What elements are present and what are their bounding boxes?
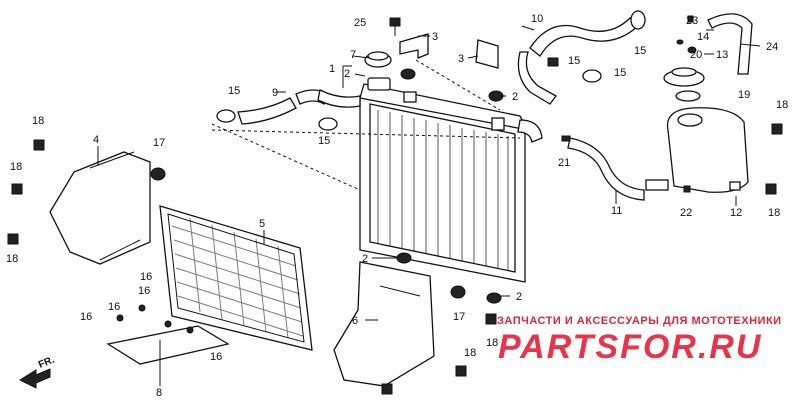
callout-16: 16 <box>80 311 92 323</box>
upper-hose-9 <box>237 89 361 125</box>
callout-labels: 1 2 2 2 2 3 3 4 5 6 7 8 9 10 11 12 13 14… <box>6 13 788 399</box>
screws-16 <box>116 304 194 334</box>
radiator-cap <box>364 51 392 68</box>
callout-15: 15 <box>614 67 626 79</box>
callout-18: 18 <box>32 115 44 127</box>
bolt-18 <box>7 123 783 395</box>
callout-4: 4 <box>93 134 99 146</box>
callout-19: 19 <box>738 89 750 101</box>
callout-21: 21 <box>558 157 570 169</box>
callout-2: 2 <box>512 91 518 103</box>
callout-7: 7 <box>350 49 356 61</box>
callout-6: 6 <box>352 315 358 327</box>
callout-8: 8 <box>156 387 162 399</box>
callout-18: 18 <box>10 161 22 173</box>
small-fittings <box>561 15 697 193</box>
watermark: ЗАПЧАСТИ И АКСЕССУАРЫ ДЛЯ МОТОТЕХНИКИ PA… <box>497 315 782 366</box>
hose-11 <box>567 137 669 201</box>
callout-3: 3 <box>458 53 464 65</box>
callout-16: 16 <box>108 301 120 313</box>
radiator-core <box>359 77 543 283</box>
grommet-17 <box>150 167 466 299</box>
callout-16: 16 <box>140 271 152 283</box>
callout-16: 16 <box>210 351 222 363</box>
callout-18: 18 <box>6 253 18 265</box>
callout-16: 16 <box>138 285 150 297</box>
callout-18: 18 <box>776 99 788 111</box>
callout-20: 20 <box>690 49 702 61</box>
callout-15: 15 <box>318 135 330 147</box>
direction-label: FR. <box>37 354 56 370</box>
upper-bracket <box>399 33 499 69</box>
callout-1: 1 <box>329 63 335 75</box>
callout-11: 11 <box>611 205 622 217</box>
reserve-tank-cap-13 <box>663 67 705 87</box>
callout-23: 23 <box>686 15 698 27</box>
seal-ring-19 <box>675 90 701 102</box>
callout-12: 12 <box>730 207 742 219</box>
hose-24 <box>707 13 753 75</box>
callout-24: 24 <box>766 41 778 53</box>
callout-5: 5 <box>259 218 265 230</box>
callout-3: 3 <box>432 31 438 43</box>
callout-2: 2 <box>516 291 522 303</box>
watermark-brand: PARTSFOR.RU <box>498 328 762 366</box>
callout-18: 18 <box>486 337 498 349</box>
callout-15: 15 <box>228 85 240 97</box>
reserve-tank <box>666 107 749 193</box>
bolt-25 <box>389 17 559 67</box>
rubber-mount-top <box>396 68 504 304</box>
callout-22: 22 <box>680 207 692 219</box>
lower-shroud-6 <box>333 261 435 387</box>
callout-18: 18 <box>768 207 780 219</box>
callout-10: 10 <box>531 13 543 25</box>
callout-2: 2 <box>344 68 350 80</box>
callout-17: 17 <box>453 311 465 323</box>
callout-13: 13 <box>716 49 728 61</box>
callout-14: 14 <box>697 31 709 43</box>
callout-2: 2 <box>362 253 368 265</box>
radiator-grille-5 <box>159 205 313 351</box>
callout-15: 15 <box>568 55 580 67</box>
left-shroud-4 <box>49 151 151 265</box>
callout-17: 17 <box>153 137 165 149</box>
emblem-plate-8 <box>106 325 230 380</box>
callout-15: 15 <box>634 45 646 57</box>
leader-lines <box>97 25 761 386</box>
hose-clamp <box>216 10 646 131</box>
front-direction-arrow: FR. <box>18 354 56 389</box>
callout-9: 9 <box>272 87 278 99</box>
callout-18: 18 <box>464 347 476 359</box>
watermark-tagline: ЗАПЧАСТИ И АКСЕССУАРЫ ДЛЯ МОТОТЕХНИКИ <box>497 315 782 327</box>
callout-25: 25 <box>354 17 366 29</box>
